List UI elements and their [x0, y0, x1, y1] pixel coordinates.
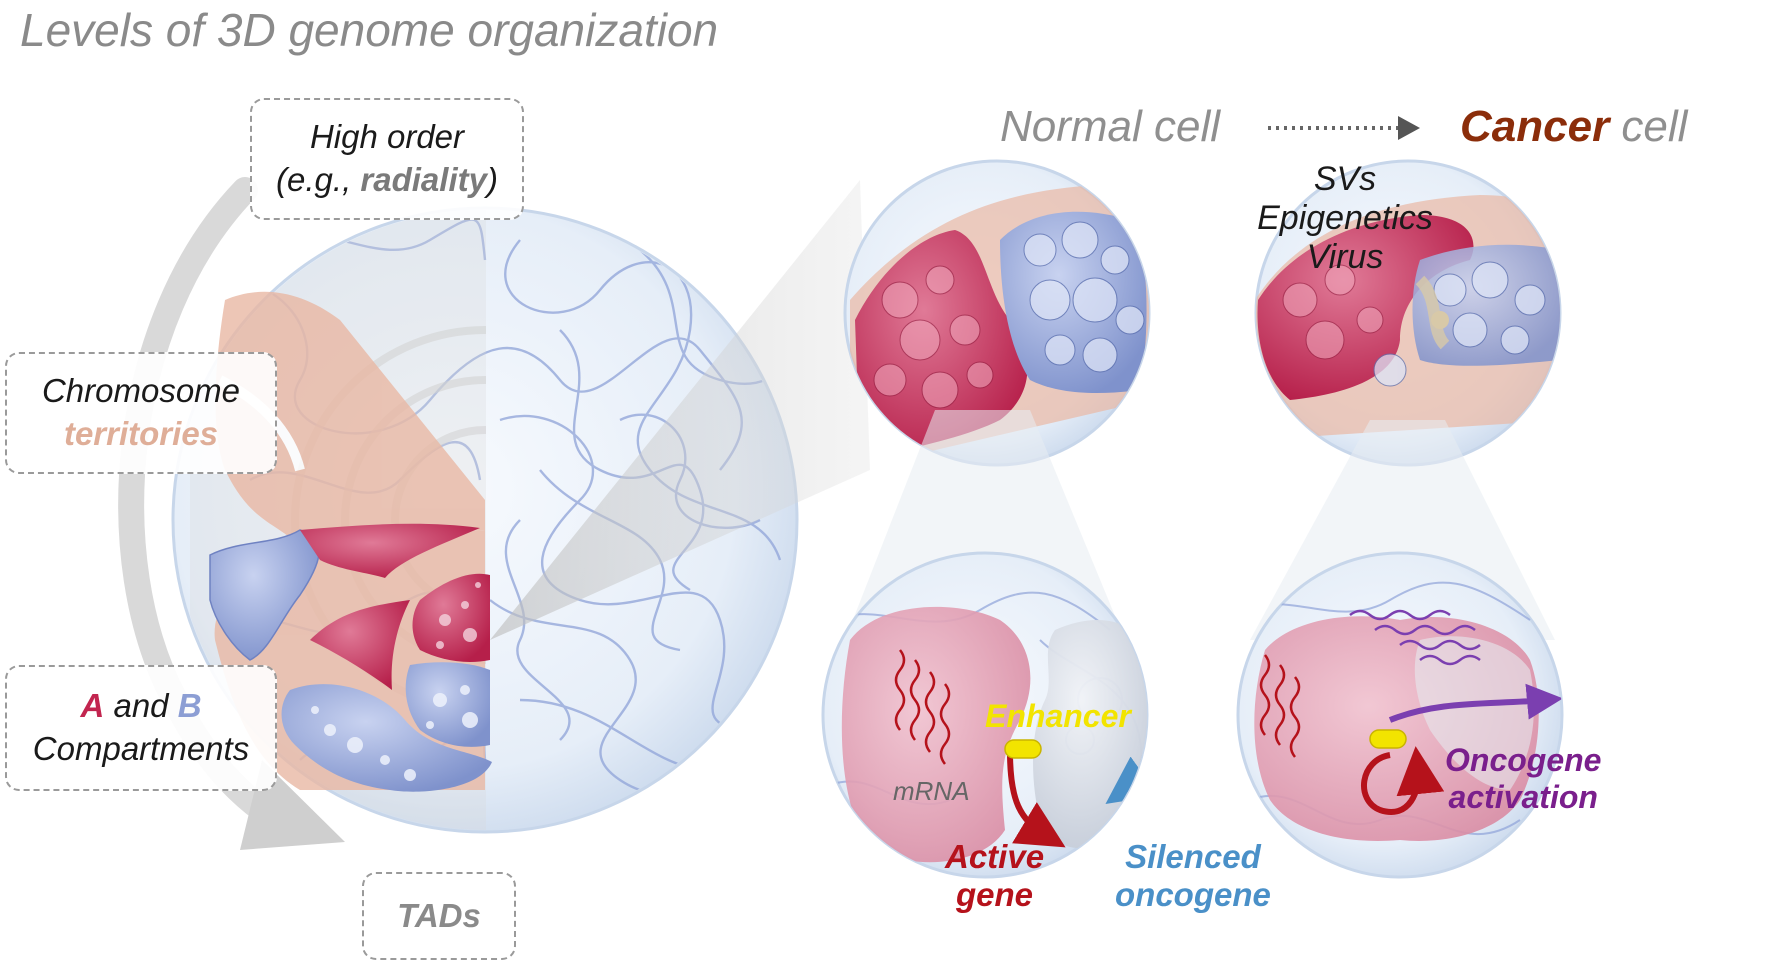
active-domain: [841, 606, 1031, 863]
compartment-a-label: A: [80, 687, 105, 725]
cancer-detail-circle: [1236, 551, 1564, 879]
enhancer-cancer: [1369, 729, 1407, 749]
level-compartments: A and B Compartments: [5, 665, 277, 791]
active-gene-label: Active gene: [945, 838, 1045, 913]
compartments-line1: A and B: [80, 687, 202, 725]
oncogene-arrow: [1388, 683, 1562, 723]
high-order-line2: (e.g., radiality): [276, 161, 498, 198]
normal-cell-zoom: [843, 159, 1151, 467]
oncogene-transcripts: [1349, 609, 1481, 666]
compartment-a-top: [300, 523, 480, 578]
territories-line1: Chromosome: [41, 372, 241, 410]
level-territories: Chromosome territories: [5, 352, 277, 474]
cause-list: SVs Epigenetics Virus: [1240, 160, 1450, 277]
mrna-lines: [894, 649, 951, 765]
silenced-oncogene-label: Silenced oncogene: [1115, 838, 1271, 913]
normal-detail-circle: [821, 551, 1149, 879]
oncogene-activation-label: Oncogene activation: [1445, 742, 1602, 815]
active-gene-arrow: [1007, 751, 1066, 848]
transition-arrow-head: [1398, 116, 1420, 140]
enhancer-normal: [1004, 739, 1042, 759]
level-tads: TADs: [362, 872, 516, 960]
cause-virus: Virus: [1306, 238, 1384, 277]
normal-cell-label: Normal cell: [1000, 102, 1221, 151]
zoom-cone: [490, 180, 870, 640]
figure-title: Levels of 3D genome organization: [20, 4, 719, 56]
compartment-a-mid: [310, 600, 410, 690]
radiality-label: radiality: [360, 161, 487, 198]
cancer-cell-label: Cancer cell: [1460, 102, 1688, 151]
cause-svs: SVs: [1313, 160, 1377, 198]
mrna-label: mRNA: [893, 776, 970, 806]
enhancer-label: Enhancer: [985, 698, 1131, 734]
compartment-b-label: B: [177, 687, 202, 725]
high-order-line1: High order: [309, 118, 465, 156]
activation-arrow: [1361, 746, 1445, 815]
level-high-order: High order (e.g., radiality): [250, 98, 524, 220]
compartment-b-bottom: [281, 684, 492, 792]
tads-label: TADs: [397, 896, 481, 934]
compartments-line2: Compartments: [32, 730, 250, 767]
cause-epigenetics: Epigenetics: [1257, 199, 1433, 238]
compartment-b-left: [209, 529, 320, 661]
compartments: [209, 523, 492, 792]
territories-line2: territories: [63, 415, 219, 452]
